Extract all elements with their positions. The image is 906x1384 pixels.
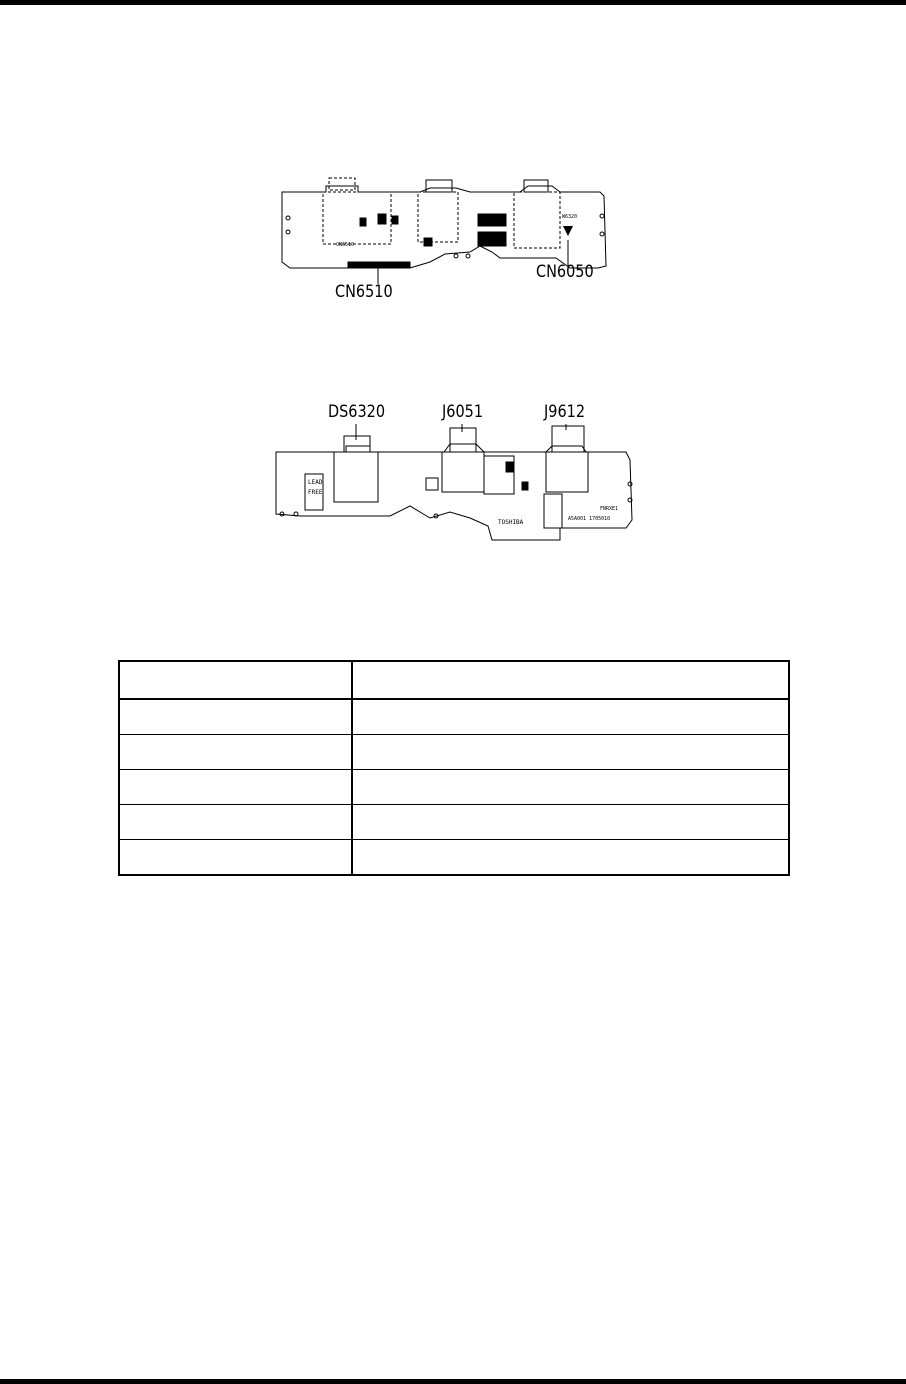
silk-lead: LEAD (308, 479, 323, 486)
label-cn6050: CN6050 (536, 262, 594, 282)
table-row (118, 769, 790, 805)
connector-cell (118, 698, 353, 735)
sound-board-top-view: CN6510 W6320 (281, 177, 607, 284)
silk-free: FREE (308, 489, 323, 496)
label-j6051: J6051 (442, 402, 484, 422)
header-rule (0, 0, 906, 5)
silk-fnrx: FNRXE1 (600, 506, 618, 512)
silk-cn6510: CN6510 (336, 242, 354, 248)
description-cell (351, 839, 790, 876)
connector-cell (118, 734, 353, 770)
description-cell (351, 698, 790, 735)
silk-pcb: A5A001 1705010 (568, 516, 610, 522)
footer-rule (0, 1379, 906, 1384)
silk-w6320: W6320 (562, 214, 577, 220)
label-cn6510: CN6510 (335, 282, 393, 302)
connector-table (118, 660, 790, 876)
table-row (118, 698, 790, 735)
description-cell (351, 804, 790, 840)
table-row (118, 804, 790, 840)
label-ds6320: DS6320 (328, 402, 386, 422)
description-cell (351, 769, 790, 805)
description-cell (351, 734, 790, 770)
label-j9612: J9612 (544, 402, 586, 422)
table-row (118, 734, 790, 770)
silk-toshiba: TOSHIBA (498, 519, 524, 526)
table-row (118, 839, 790, 876)
connector-cell (118, 660, 353, 700)
connector-cell (118, 839, 353, 876)
connector-cell (118, 804, 353, 840)
connector-cell (118, 769, 353, 805)
description-cell (351, 660, 790, 700)
sound-board-bottom-view: LEAD FREE TOSHIBA A5A001 1705010 FNRXE1 (275, 424, 633, 541)
table-row (118, 660, 790, 700)
